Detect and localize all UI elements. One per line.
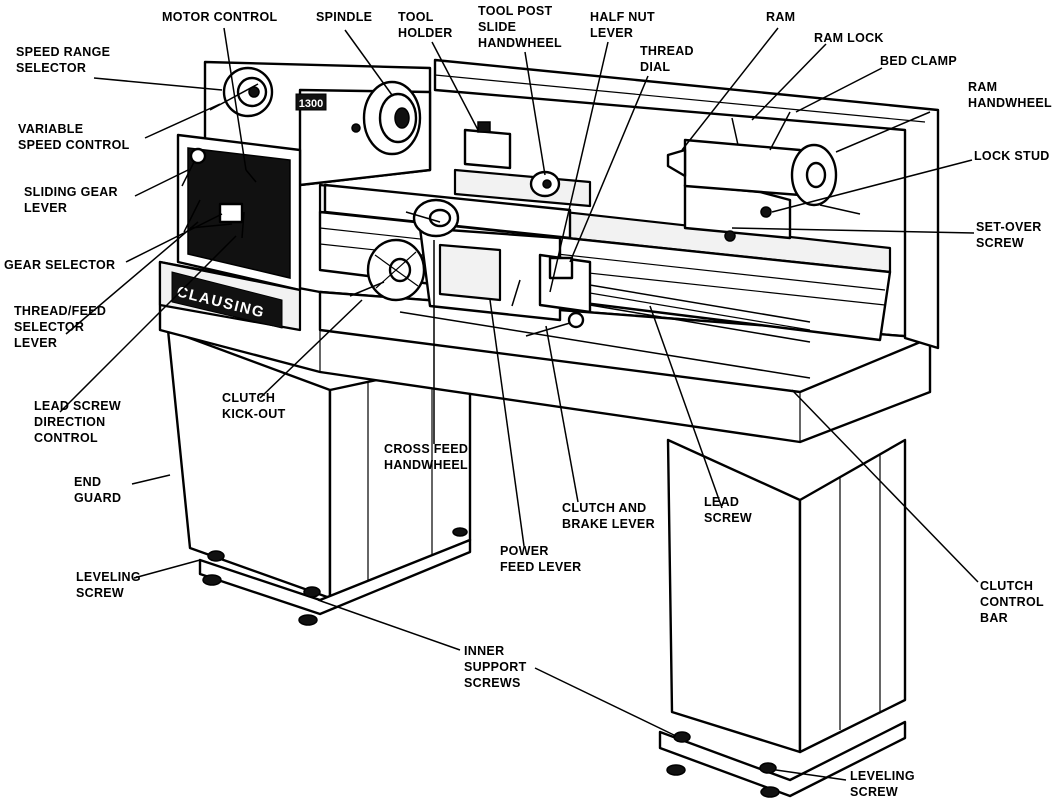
leader-lead-screw <box>649 305 723 509</box>
left-leveling-feet <box>202 527 468 626</box>
leader-ram <box>681 27 779 151</box>
leader-clutch-kick-out <box>259 299 363 399</box>
tool-holder-block <box>463 121 512 170</box>
leader-clutch-control-bar <box>791 389 979 583</box>
cross-feed-handwheel-shape <box>405 198 460 238</box>
leader-motor-control <box>223 27 247 171</box>
right-cabinet <box>658 438 907 798</box>
gearbox-levers <box>181 147 257 239</box>
leader-leveling-screw-left <box>133 559 201 579</box>
leader-half-nut-lever <box>549 41 609 293</box>
leader-lines <box>59 27 979 781</box>
carriage-handwheel <box>349 238 426 302</box>
label-spindle: SPINDLE <box>316 10 373 24</box>
left-cabinet <box>166 328 472 616</box>
leader-lead-screw-direction-control <box>59 235 237 413</box>
leader-gear-selector <box>125 213 223 263</box>
leader-tool-post-slide-handwheel <box>524 51 546 176</box>
label-motor-control: MOTOR CONTROL <box>162 10 278 24</box>
leader-speed-range-selector <box>93 77 223 91</box>
leader-inner-support-screws-1 <box>317 599 461 651</box>
label-bed-clamp: BED CLAMP <box>880 54 958 68</box>
speed-dial-readout: 1300 <box>295 93 327 111</box>
leader-end-guard <box>131 474 171 485</box>
carriage-apron <box>418 226 592 322</box>
lead-screw-shaft <box>559 279 811 343</box>
label-ram: RAM <box>766 10 796 24</box>
leader-power-feed-lever <box>489 299 525 547</box>
leader-leveling-screw-right <box>775 769 847 781</box>
leader-ram-handwheel <box>835 111 931 153</box>
leader-variable-speed-control <box>144 103 221 139</box>
leader-inner-support-screws-2 <box>534 667 677 737</box>
label-gear-selector: GEAR SELECTOR <box>4 258 116 272</box>
chip-pan <box>158 260 932 444</box>
label-ram-lock: RAM LOCK <box>814 31 884 45</box>
clutch-control-bar-shape <box>399 311 811 379</box>
leader-spindle <box>344 29 393 96</box>
leader-thread-feed-selector-lever <box>65 221 199 335</box>
tailstock <box>666 111 861 242</box>
speed-dial-text: 1300 <box>299 98 323 110</box>
spindle-chuck <box>351 80 422 156</box>
power-feed-and-clutch-levers <box>511 279 585 337</box>
leader-lock-stud <box>771 159 973 213</box>
leader-bed-clamp <box>795 67 883 113</box>
tool-post-slide-handwheel-shape <box>529 170 561 198</box>
right-leveling-feet <box>666 731 780 798</box>
thread-dial-shape <box>548 256 574 280</box>
leader-tool-holder <box>431 41 479 131</box>
leader-sliding-gear-lever <box>134 169 189 197</box>
leader-set-over-screw <box>731 227 975 234</box>
leader-ram-lock <box>751 43 827 121</box>
leader-clutch-and-brake-lever <box>545 325 579 503</box>
splash-guard <box>433 58 940 350</box>
label-lock-stud: LOCK STUD <box>974 149 1050 163</box>
leader-thread-dial <box>569 75 649 263</box>
